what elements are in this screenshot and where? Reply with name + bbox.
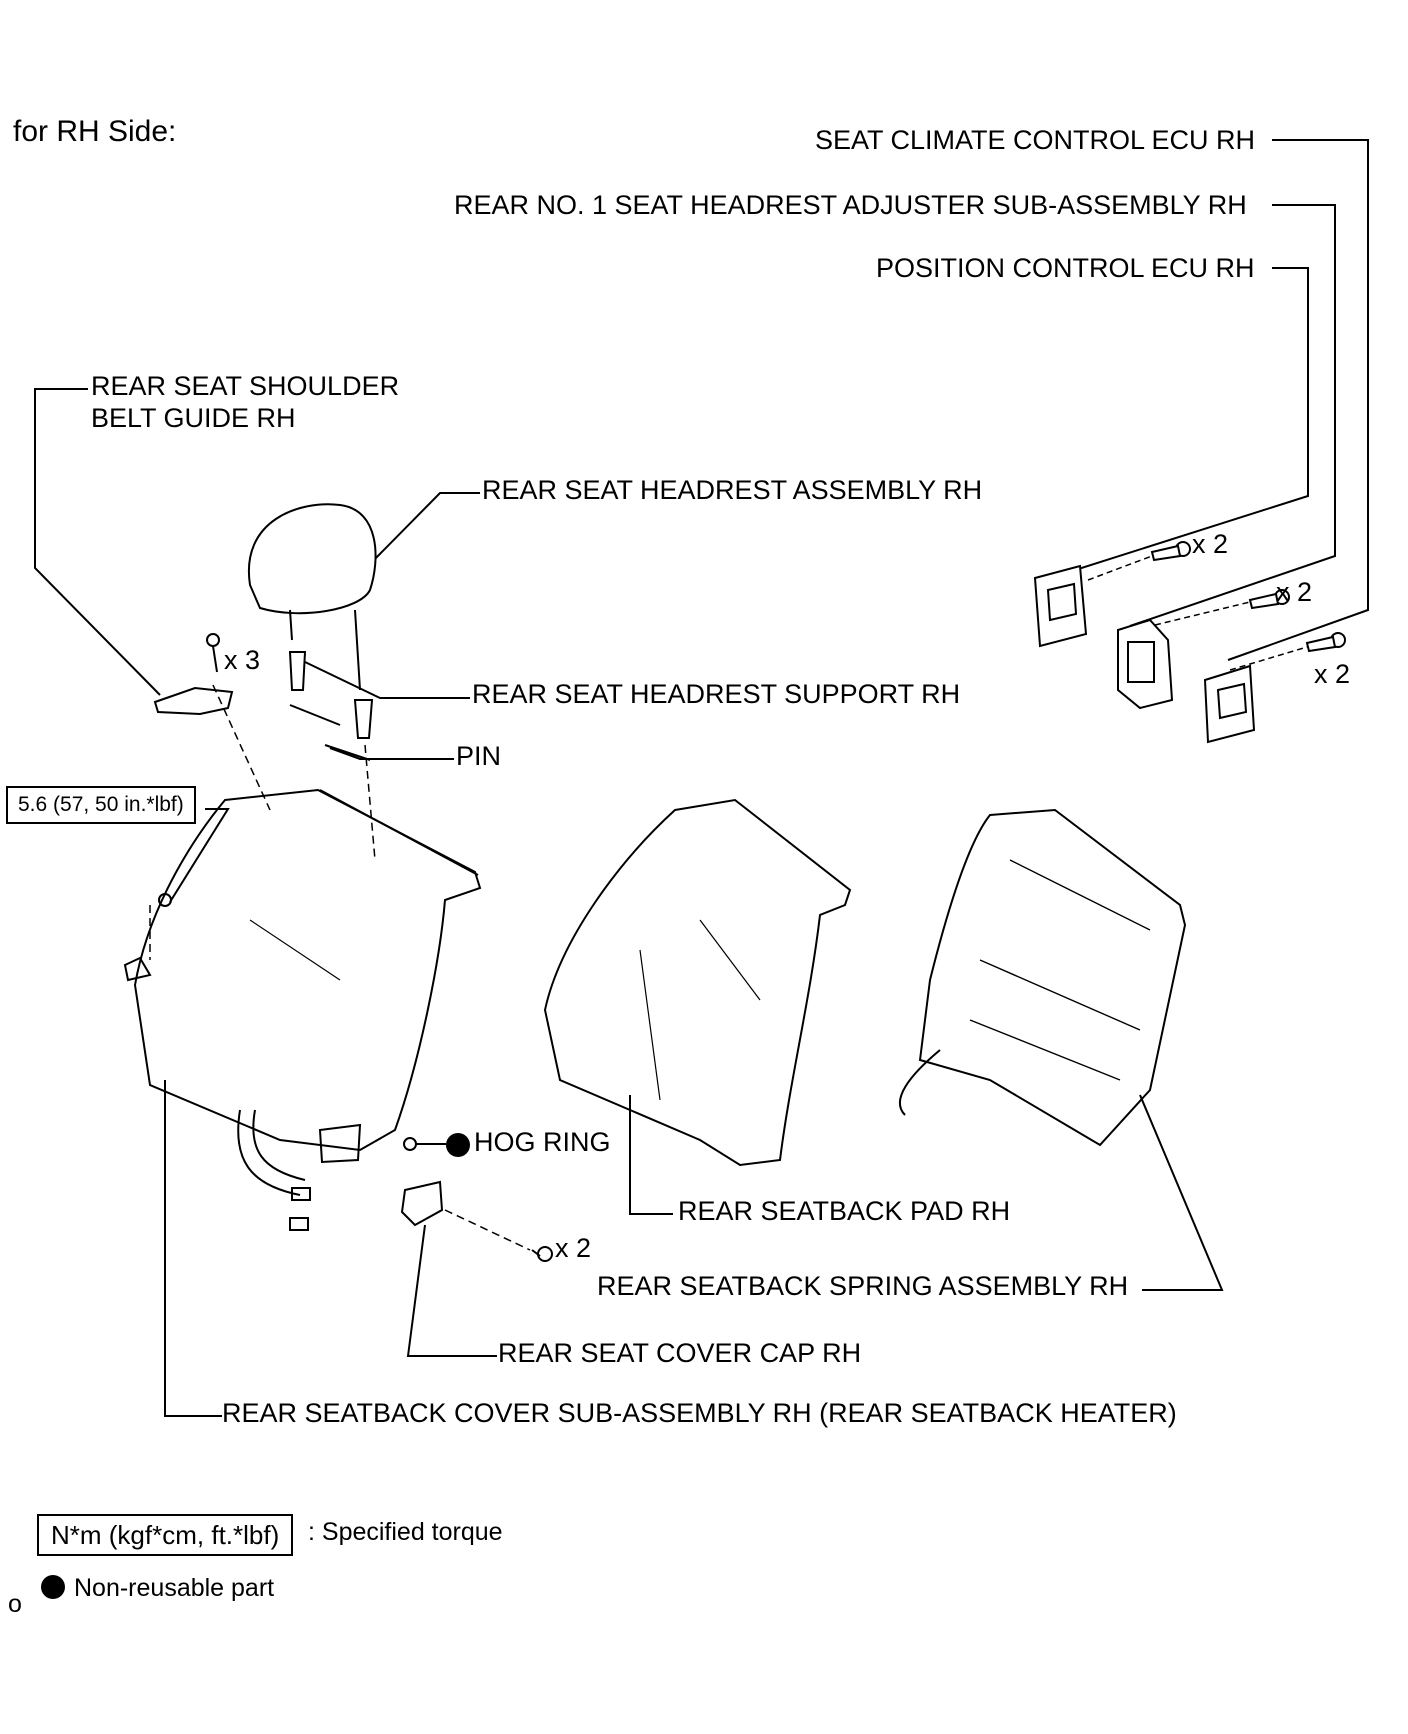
leader-seatback-cover (164, 1080, 222, 1417)
leader-seat-climate-ecu (1227, 139, 1369, 661)
seatback-spring-part (899, 808, 1187, 1147)
position-control-ecu-part (1203, 632, 1346, 744)
nonreusable-legend-dot-icon (41, 1575, 65, 1599)
legend-torque-text: : Specified torque (308, 1518, 503, 1546)
label-shoulder-belt-guide-2: BELT GUIDE RH (91, 403, 296, 433)
label-seatback-cover: REAR SEATBACK COVER SUB-ASSEMBLY RH (REA… (222, 1398, 1177, 1428)
seat-climate-ecu-part (1033, 541, 1191, 648)
label-headrest-support: REAR SEAT HEADREST SUPPORT RH (472, 679, 961, 709)
leader-torque (169, 808, 230, 903)
label-shoulder-belt-guide-1: REAR SEAT SHOULDER (91, 371, 400, 401)
corner-mark: o (8, 1590, 22, 1618)
leader-cover-cap (406, 1224, 497, 1357)
label-seatback-pad: REAR SEATBACK PAD RH (678, 1196, 1011, 1226)
hog-ring-part (403, 1137, 446, 1151)
cover-cap-part (400, 1180, 553, 1262)
qty-headrest-screws: x 3 (224, 645, 261, 675)
leader-headrest-adjuster (1129, 204, 1336, 627)
label-cover-cap: REAR SEAT COVER CAP RH (498, 1338, 862, 1368)
leader-headrest-support (304, 661, 470, 699)
legend-nonreusable-text: Non-reusable part (74, 1574, 275, 1602)
qty-climate-ecu-screws: x 2 (1192, 529, 1229, 559)
qty-adjuster-screws: x 2 (1276, 577, 1313, 607)
leader-position-control-ecu (1049, 267, 1309, 579)
leader-headrest-assembly (371, 492, 480, 563)
headrest-part (153, 503, 377, 761)
legend-torque-box: N*m (kgf*cm, ft.*lbf) (37, 1514, 294, 1556)
hog-ring-nonreusable-dot-icon (446, 1133, 470, 1157)
label-seat-climate-control-ecu: SEAT CLIMATE CONTROL ECU RH (815, 125, 1256, 155)
qty-cap-screws: x 2 (555, 1233, 592, 1263)
label-headrest-assembly: REAR SEAT HEADREST ASSEMBLY RH (482, 475, 983, 505)
label-headrest-adjuster: REAR NO. 1 SEAT HEADREST ADJUSTER SUB-AS… (454, 190, 1247, 220)
label-seatback-spring: REAR SEATBACK SPRING ASSEMBLY RH (597, 1271, 1129, 1301)
label-pin: PIN (456, 741, 502, 771)
page-heading: for RH Side: (13, 115, 177, 148)
leader-shoulder-belt-guide (34, 388, 161, 696)
leader-seatback-spring (1139, 1094, 1224, 1291)
label-position-control-ecu: POSITION CONTROL ECU RH (876, 253, 1255, 283)
seatback-pad-part (543, 798, 852, 1167)
label-hog-ring: HOG RING (474, 1127, 611, 1157)
seatback-cover-part (123, 788, 482, 1231)
qty-position-ecu-screws: x 2 (1314, 659, 1351, 689)
leader-seatback-pad (629, 1095, 673, 1215)
torque-spec-box: 5.6 (57, 50 in.*lbf) (6, 786, 196, 824)
headrest-adjuster-part (1117, 589, 1290, 710)
leader-pin (329, 747, 454, 760)
